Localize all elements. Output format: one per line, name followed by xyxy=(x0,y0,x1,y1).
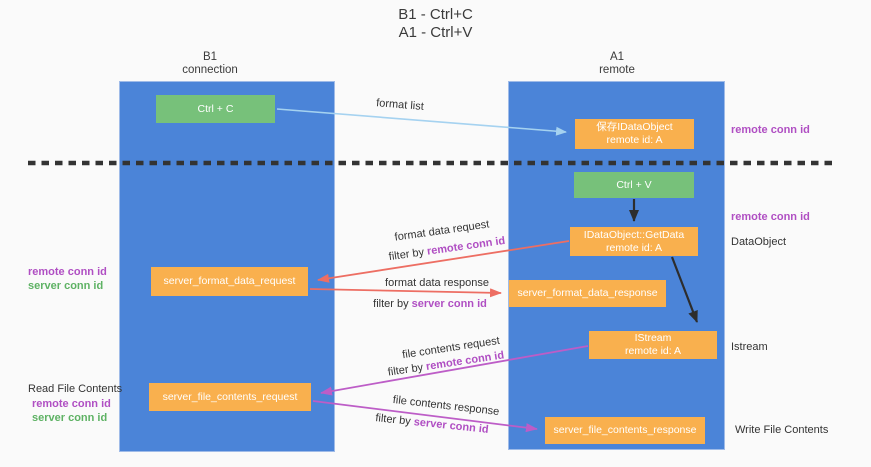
column-header-b1: B1 connection xyxy=(140,51,280,77)
ctrl-c-box: Ctrl + C xyxy=(156,95,275,123)
column-header-a1-subtitle: remote xyxy=(599,64,635,76)
idataobject-getdata-line2: remote id: A xyxy=(605,241,663,254)
column-header-a1: A1 remote xyxy=(547,51,687,77)
server-file-contents-response-box: server_file_contents_response xyxy=(545,417,705,444)
format-data-response-arrow xyxy=(309,288,502,298)
column-header-a1-title: A1 xyxy=(609,51,625,63)
title-line-2: A1 - Ctrl+V xyxy=(398,24,473,41)
dataobject-label: DataObject xyxy=(731,236,787,248)
column-header-b1-title: B1 xyxy=(202,51,218,63)
ctrl-v-box: Ctrl + V xyxy=(574,172,694,198)
save-idataobject-line2: remote id: A xyxy=(606,134,663,146)
write-file-contents-label: Write File Contents xyxy=(735,424,829,436)
filter-prefix: filter by xyxy=(388,245,428,264)
save-idataobject-line1: 保存IDataObject xyxy=(596,121,673,133)
filter-prefix: filter by xyxy=(387,361,427,379)
format-list-label: format list xyxy=(375,97,425,113)
server-conn-id-highlight: server conn id xyxy=(411,298,487,310)
filter-prefix: filter by xyxy=(374,412,415,429)
server-file-contents-request-box: server_file_contents_request xyxy=(149,383,311,411)
filter-by-server-conn-id-label-1: filter by server conn id xyxy=(373,298,487,310)
istream-line1: IStream xyxy=(634,332,672,344)
server-conn-id-left-1: server conn id xyxy=(28,280,104,292)
idataobject-getdata-box: IDataObject::GetData remote id: A xyxy=(570,227,698,256)
remote-conn-id-right-mid: remote conn id xyxy=(731,211,810,223)
server-conn-id-left-2: server conn id xyxy=(32,412,108,424)
idataobject-getdata-line1: IDataObject::GetData xyxy=(583,228,685,241)
remote-conn-id-highlight: remote conn id xyxy=(426,234,506,258)
remote-conn-id-left-1: remote conn id xyxy=(28,266,107,278)
server-file-contents-response-label: server_file_contents_response xyxy=(553,424,697,436)
istream-box: IStream remote id: A xyxy=(589,331,717,359)
remote-conn-id-left-2: remote conn id xyxy=(32,398,111,410)
diagram-title: B1 - Ctrl+C A1 - Ctrl+V xyxy=(0,6,871,42)
server-format-data-response-box: server_format_data_response xyxy=(509,280,666,307)
read-file-contents-label: Read File Contents xyxy=(28,383,123,395)
server-file-contents-request-label: server_file_contents_request xyxy=(162,390,298,403)
format-data-response-label: format data response xyxy=(385,277,489,289)
server-format-data-request-box: server_format_data_request xyxy=(151,267,308,296)
remote-conn-id-right-top: remote conn id xyxy=(731,124,810,136)
server-format-data-request-label: server_format_data_request xyxy=(163,275,296,287)
title-line-1: B1 - Ctrl+C xyxy=(398,6,473,23)
column-header-b1-subtitle: connection xyxy=(182,64,238,76)
istream-line2: remote id: A xyxy=(624,345,682,357)
istream-side-label: Istream xyxy=(731,341,768,353)
filter-prefix: filter by xyxy=(373,298,412,310)
filter-by-server-conn-id-label-2: filter by server conn id xyxy=(375,412,489,436)
file-contents-response-label: file contents response xyxy=(392,393,500,419)
ctrl-c-label: Ctrl + C xyxy=(197,102,234,115)
server-format-data-response-label: server_format_data_response xyxy=(517,287,658,299)
save-idataobject-box: 保存IDataObject remote id: A xyxy=(575,119,694,149)
ctrl-v-label: Ctrl + V xyxy=(616,178,652,191)
server-conn-id-highlight: server conn id xyxy=(413,416,490,436)
